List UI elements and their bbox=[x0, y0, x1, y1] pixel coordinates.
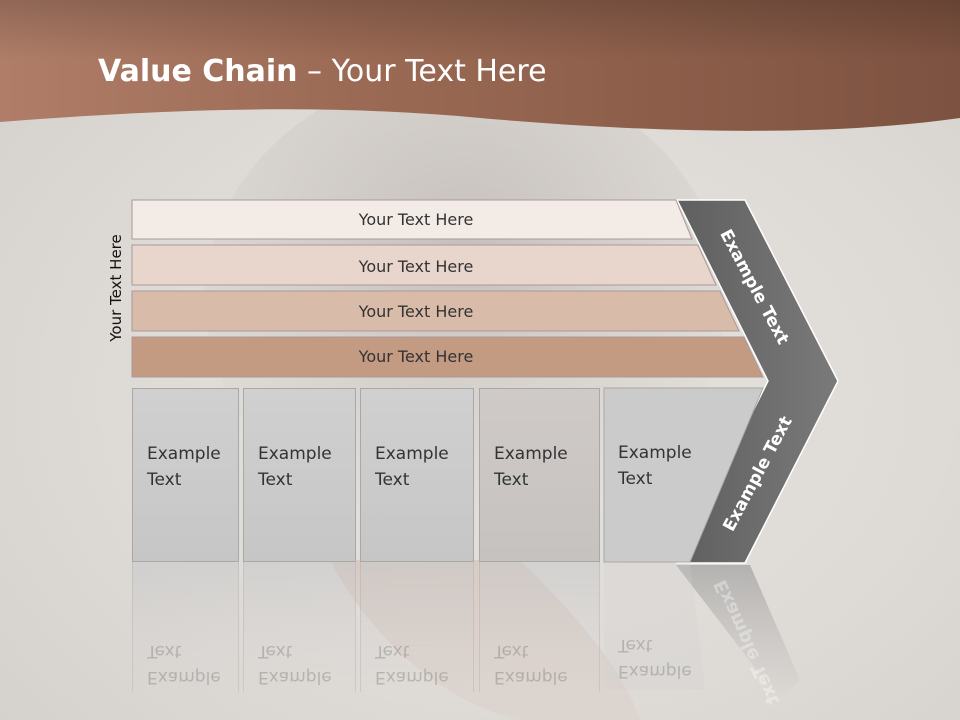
primary-box-label-2: Example Text bbox=[258, 444, 332, 490]
primary-box-label-2-reflection: Example Text bbox=[258, 641, 332, 687]
support-rows: Your Text Here Your Text Here Your Text … bbox=[131, 199, 764, 378]
primary-box-label-5-reflection: Example Text bbox=[618, 635, 692, 681]
row-band-1 bbox=[131, 199, 693, 240]
primary-box-label-1: Example Text bbox=[147, 444, 221, 490]
chevron-arrow bbox=[675, 199, 839, 564]
slide-title: Value Chain – Your Text Here bbox=[98, 54, 547, 89]
primary-box-1-reflection: Example Text bbox=[132, 562, 239, 692]
primary-box-label-1-reflection: Example Text bbox=[147, 641, 221, 687]
row-band-2 bbox=[131, 244, 717, 286]
row-band-3 bbox=[131, 290, 740, 332]
primary-box-label-4: Example Text bbox=[494, 444, 568, 490]
primary-box-label-3: Example Text bbox=[375, 444, 449, 490]
primary-box-5 bbox=[603, 387, 764, 563]
primary-box-1: Example Text bbox=[132, 388, 239, 562]
primary-box-2: Example Text bbox=[243, 388, 356, 562]
row-label-3: Your Text Here bbox=[358, 302, 474, 321]
row-label-2: Your Text Here bbox=[358, 257, 474, 276]
primary-box-3-reflection: Example Text bbox=[360, 562, 474, 692]
primary-box-label-3-reflection: Example Text bbox=[375, 641, 449, 687]
title-rest: – Your Text Here bbox=[297, 54, 547, 89]
row-band-4 bbox=[131, 336, 764, 378]
primary-box-5-reflection bbox=[604, 563, 705, 690]
header-banner bbox=[0, 0, 960, 131]
primary-box-label-5: Example Text bbox=[618, 443, 692, 489]
title-bold: Value Chain bbox=[98, 54, 298, 89]
chevron-reflection bbox=[676, 565, 800, 700]
primary-box-4: Example Text bbox=[479, 388, 600, 562]
primary-box-4-reflection: Example Text bbox=[479, 562, 600, 692]
primary-box-label-4-reflection: Example Text bbox=[494, 641, 568, 687]
primary-box-3: Example Text bbox=[360, 388, 474, 562]
primary-box-2-reflection: Example Text bbox=[243, 562, 356, 692]
row-label-4: Your Text Here bbox=[358, 347, 474, 366]
row-label-1: Your Text Here bbox=[358, 210, 474, 229]
